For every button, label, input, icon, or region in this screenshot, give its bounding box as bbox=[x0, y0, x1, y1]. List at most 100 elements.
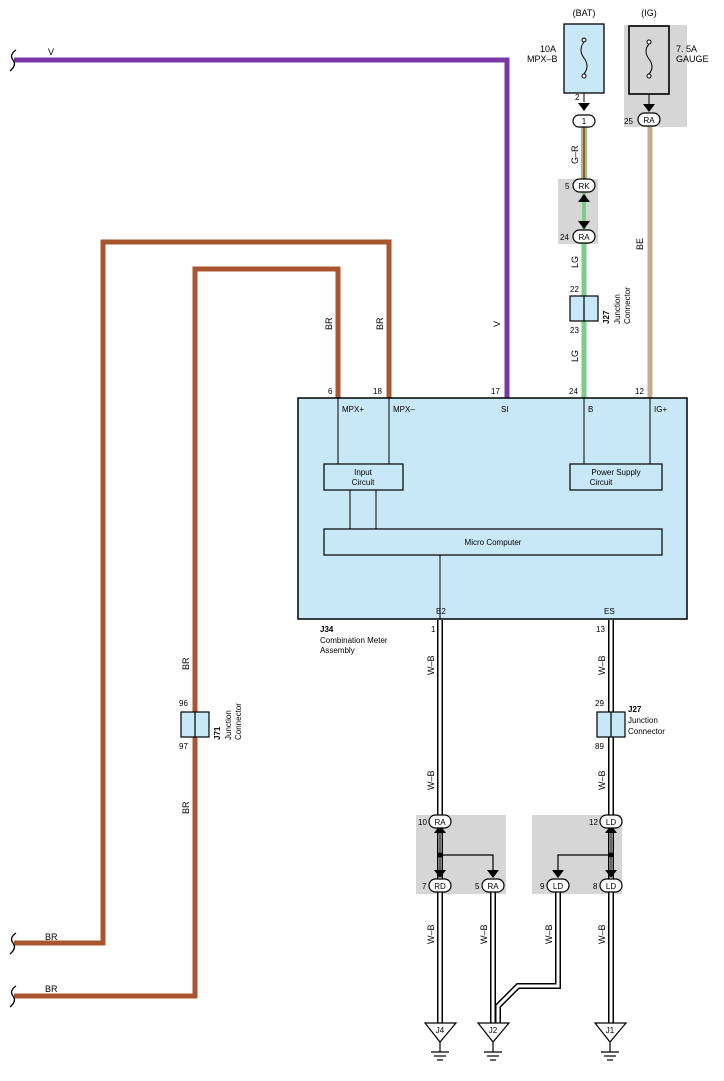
ground-j2[interactable] bbox=[476, 1022, 511, 1061]
combination-meter-box[interactable] bbox=[297, 397, 688, 620]
bat-label: (BAT) bbox=[573, 8, 596, 18]
junction-connector-j27-bottom[interactable] bbox=[596, 711, 626, 738]
j71-name1: Junction bbox=[224, 710, 233, 740]
wire-label-wb-7: W–B bbox=[544, 924, 554, 944]
junction-block-a-bus bbox=[439, 833, 494, 870]
connector-fuse2-ra[interactable]: RA bbox=[637, 112, 661, 127]
micro-computer-label: Micro Computer bbox=[465, 538, 522, 547]
ground-j4[interactable] bbox=[423, 1022, 458, 1061]
pin-a-right: 5 bbox=[475, 882, 480, 891]
terminal-arrow-b-top bbox=[605, 825, 617, 833]
wire-label-lg-2: LG bbox=[570, 350, 580, 362]
wire-label-be: BE bbox=[635, 238, 645, 250]
wire-label-br-2: BR bbox=[375, 317, 385, 330]
pin-j27-bot-a: 29 bbox=[595, 699, 604, 708]
j71-name2: Connector bbox=[234, 703, 243, 740]
ecu-name2: Assembly bbox=[320, 646, 355, 655]
ecu-term-mpxm: MPX– bbox=[393, 405, 415, 414]
fuse-gauge-element bbox=[645, 39, 653, 104]
ground-label-j4: J4 bbox=[436, 1026, 445, 1035]
connector-b-left[interactable]: LD bbox=[546, 878, 570, 893]
pin-j71-a: 96 bbox=[179, 699, 188, 708]
connector-rk[interactable]: RK bbox=[572, 178, 596, 193]
ig-label: (IG) bbox=[641, 8, 657, 18]
ecu-name1: Combination Meter bbox=[320, 636, 388, 645]
pin-b-right: 8 bbox=[593, 882, 598, 891]
power-supply-circuit-box bbox=[569, 463, 663, 491]
wire-label-br-bottom1: BR bbox=[45, 932, 58, 942]
pin-rk: 5 bbox=[565, 182, 570, 191]
wire-label-br-1: BR bbox=[324, 317, 334, 330]
fuse1-name: MPX–B bbox=[527, 54, 558, 64]
ground-j1[interactable] bbox=[593, 1022, 628, 1061]
junction-connector-j27-top[interactable] bbox=[569, 295, 599, 322]
terminal-arrow-fuse1 bbox=[578, 103, 590, 111]
j27-top-id: J27 bbox=[602, 310, 611, 324]
ecu-pin-e2: 1 bbox=[431, 625, 436, 634]
svg-text:RA: RA bbox=[487, 882, 499, 891]
power-circuit-label2: Circuit bbox=[590, 478, 613, 487]
pin-j71-b: 97 bbox=[179, 742, 188, 751]
pin-j27-top-b: 23 bbox=[570, 326, 579, 335]
ecu-pin-b: 24 bbox=[569, 387, 578, 396]
terminal-arrow-a-left bbox=[434, 870, 446, 878]
terminal-arrow-ra bbox=[578, 221, 590, 229]
wire-label-br-left-upper: BR bbox=[181, 657, 191, 670]
pin-j27-bot-b: 89 bbox=[595, 742, 604, 751]
fuse2-rating: 7. 5A bbox=[676, 44, 697, 54]
wire-label-lg-1: LG bbox=[570, 256, 580, 268]
ecu-pin-ig: 12 bbox=[635, 387, 644, 396]
wire-label-wb-1: W–B bbox=[426, 655, 436, 675]
terminal-arrow-a-top bbox=[434, 825, 446, 833]
terminal-arrow-fuse2 bbox=[643, 104, 655, 112]
j71-id: J71 bbox=[213, 726, 222, 740]
power-circuit-label1: Power Supply bbox=[591, 468, 640, 477]
fuse1-rating: 10A bbox=[540, 44, 556, 54]
junction-dot-a bbox=[437, 852, 443, 858]
wire-label-br-left-lower: BR bbox=[181, 801, 191, 814]
j27-top-name1: Junction bbox=[613, 294, 622, 324]
fuse-gauge[interactable] bbox=[628, 25, 670, 95]
ecu-term-e2: E2 bbox=[436, 607, 446, 616]
wire-br-outer bbox=[14, 239, 392, 946]
svg-text:RK: RK bbox=[578, 182, 590, 191]
j27-bot-name1: Junction bbox=[628, 716, 658, 725]
wire-label-v-left: V bbox=[48, 47, 54, 57]
terminal-arrow-rk bbox=[578, 194, 590, 202]
svg-text:RA: RA bbox=[643, 116, 655, 125]
junction-block-b-bus bbox=[557, 833, 612, 870]
ecu-pin-mpxp: 6 bbox=[328, 387, 333, 396]
connector-inline-1[interactable]: 1 bbox=[572, 114, 596, 128]
ecu-internal-lines bbox=[337, 398, 651, 619]
ecu-term-si: SI bbox=[501, 405, 509, 414]
break-mark-br2 bbox=[9, 985, 17, 1008]
wire-label-wb-3: W–B bbox=[597, 655, 607, 675]
j27-top-name2: Connector bbox=[623, 287, 632, 324]
connector-a-right[interactable]: RA bbox=[481, 878, 505, 893]
svg-text:1: 1 bbox=[582, 117, 587, 126]
j27-bot-id: J27 bbox=[628, 705, 642, 714]
connector-a-left[interactable]: RD bbox=[428, 878, 452, 893]
wire-label-wb-4: W–B bbox=[597, 770, 607, 790]
ecu-pin-mpxm: 18 bbox=[373, 387, 382, 396]
connector-b-right[interactable]: LD bbox=[599, 878, 623, 893]
pin-b-top: 12 bbox=[589, 818, 598, 827]
wire-label-wb-5: W–B bbox=[426, 924, 436, 944]
input-circuit-label1: Input bbox=[354, 468, 373, 477]
junction-connector-j71[interactable] bbox=[180, 711, 210, 738]
pin-a-top: 10 bbox=[418, 818, 427, 827]
ecu-term-es: ES bbox=[604, 607, 615, 616]
connector-b-top[interactable]: LD bbox=[599, 814, 623, 829]
fuse-mpx-b-element bbox=[580, 37, 588, 102]
connector-a-top[interactable]: RA bbox=[428, 814, 452, 829]
svg-text:LD: LD bbox=[606, 882, 616, 891]
pin-ra: 24 bbox=[560, 233, 569, 242]
terminal-arrow-a-right bbox=[487, 870, 499, 878]
ecu-pin-si: 17 bbox=[491, 387, 500, 396]
wire-br-inner bbox=[14, 266, 341, 999]
ground-label-j1: J1 bbox=[606, 1026, 615, 1035]
fuse2-name: GAUGE bbox=[676, 54, 709, 64]
wire-v bbox=[14, 57, 510, 398]
j27-bot-name2: Connector bbox=[628, 727, 665, 736]
connector-ra[interactable]: RA bbox=[572, 229, 596, 244]
